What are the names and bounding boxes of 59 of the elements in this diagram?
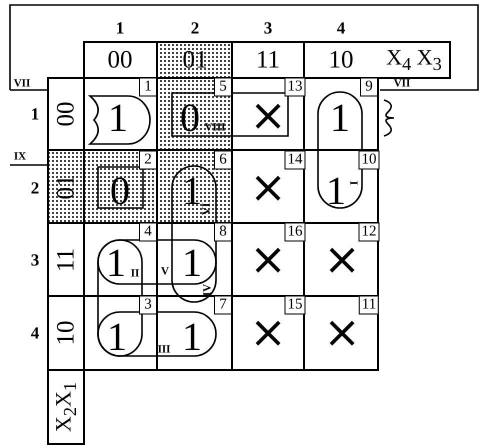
- row-number: 3: [30, 252, 40, 268]
- cell-number: 12: [358, 222, 380, 242]
- row-code: 01: [54, 174, 78, 200]
- loop-label: IX: [14, 152, 26, 162]
- variable-label: X$_{4}$ X$_{3}$: [386, 46, 442, 74]
- cell-number: 16: [284, 222, 306, 242]
- cell-value: 0: [180, 98, 200, 138]
- column-number: 1: [116, 20, 124, 36]
- cell-number: 5: [214, 78, 232, 96]
- column-number: 4: [336, 20, 346, 36]
- column-code: 00: [108, 48, 132, 72]
- loop-label: III: [158, 344, 170, 356]
- row-code: 00: [54, 102, 78, 126]
- cell-value: 1: [182, 243, 202, 283]
- cell-value: 1: [330, 98, 350, 138]
- dont-care-mark: ×: [250, 311, 286, 355]
- cell-number: 13: [284, 78, 306, 96]
- row-code: 10: [54, 320, 78, 346]
- cell-number: 9: [360, 78, 378, 96]
- cell-number: 4: [139, 222, 157, 242]
- cell-number: 7: [214, 296, 232, 314]
- cell-value: 0: [110, 171, 130, 211]
- cell-number: 10: [358, 150, 380, 170]
- row-number: 1: [30, 106, 40, 122]
- cell-number: 6: [214, 150, 232, 170]
- cell-value: 1: [326, 171, 346, 211]
- dont-care-mark: ×: [250, 166, 286, 210]
- column-code: 10: [328, 48, 354, 72]
- loop-label: VII: [14, 78, 30, 90]
- cell-number: 1: [139, 78, 157, 96]
- dont-care-mark: ×: [250, 238, 286, 282]
- cell-value: 1: [182, 317, 202, 357]
- loop-label: VII: [394, 78, 410, 90]
- cell-number: 15: [284, 296, 306, 314]
- loop-label: VI: [202, 202, 212, 216]
- column-number: 2: [190, 20, 200, 36]
- cell-number: 8: [214, 222, 232, 242]
- row-code: 11: [54, 248, 78, 272]
- cell-value: 1: [107, 317, 127, 357]
- cell-value: 1: [106, 243, 126, 283]
- column-number: 3: [264, 20, 272, 36]
- loop-label: IV: [202, 284, 214, 296]
- dont-care-mark: ×: [324, 311, 360, 355]
- row-number: 4: [30, 324, 40, 342]
- dont-care-mark: ×: [250, 94, 286, 138]
- column-code: 01: [182, 48, 208, 72]
- row-number: 2: [30, 180, 40, 196]
- cell-number: 14: [284, 150, 306, 170]
- column-code: 11: [256, 48, 280, 72]
- cell-number: 11: [358, 296, 380, 314]
- loop-label: I: [350, 180, 360, 186]
- cell-number: 2: [139, 150, 157, 170]
- cell-value: 1: [182, 171, 202, 211]
- cell-value: 1: [108, 98, 128, 138]
- loop-label: V: [161, 266, 169, 278]
- dont-care-mark: ×: [324, 238, 360, 282]
- cell-number: 3: [139, 296, 157, 314]
- loop-label: VIII: [204, 122, 226, 134]
- loop-label: II: [130, 268, 140, 280]
